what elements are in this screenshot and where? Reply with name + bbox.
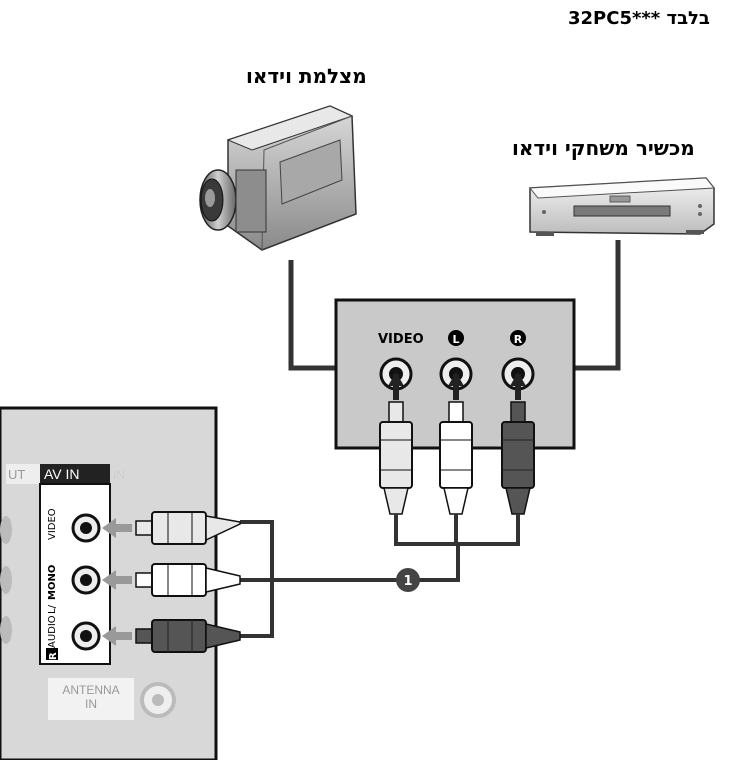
tv-audio-right-jack: [71, 621, 101, 651]
tv-r-badge: R: [48, 652, 59, 660]
rca-plug-yellow: [379, 401, 413, 515]
tv-antenna-label-line1: ANTENNA: [62, 683, 119, 697]
tv-rca-plug-white: [135, 563, 241, 597]
model-note: 32PC5*** בלבד: [568, 8, 710, 29]
tv-l-label: L/: [47, 604, 58, 614]
tv-antenna-label-line2: IN: [85, 697, 97, 711]
tv-r-badge-box: [46, 648, 58, 660]
tv-av-in-suffix: IN: [113, 468, 125, 482]
video-game-device-icon: [529, 177, 715, 236]
rca-plug-white: [439, 401, 473, 515]
video-game-device-label: מכשיר משחקי וידאו: [512, 136, 695, 160]
rca-plug-red: [501, 401, 535, 515]
tv-rca-plug-red: [135, 619, 241, 653]
left-channel-mark: L: [452, 333, 459, 346]
panel-video-label: VIDEO: [378, 332, 424, 347]
tv-out-label: UT: [8, 467, 25, 482]
tv-audio-left-jack: [71, 565, 101, 595]
cable-marker-badge: [396, 568, 420, 592]
cable-lines: [240, 514, 520, 638]
tv-video-jack: [71, 513, 101, 543]
tv-insert-arrows: [102, 518, 132, 646]
tv-audio-label: AUDIO: [47, 615, 58, 648]
tv-video-label: VIDEO: [47, 508, 58, 540]
cable-marker-number: 1: [403, 574, 412, 589]
tv-av-in-label: AV IN: [44, 466, 80, 482]
video-camera-label: מצלמת וידאו: [246, 64, 367, 88]
tv-mono-label: MONO: [47, 565, 58, 600]
panel-insert-arrows: [388, 372, 526, 400]
video-camera-icon: [199, 105, 357, 251]
tv-rca-plug-yellow: [135, 511, 241, 545]
left-channel-badge: [448, 330, 464, 346]
right-channel-badge: [510, 330, 526, 346]
device-connection-lines: [288, 240, 621, 371]
right-channel-mark: R: [514, 333, 523, 346]
